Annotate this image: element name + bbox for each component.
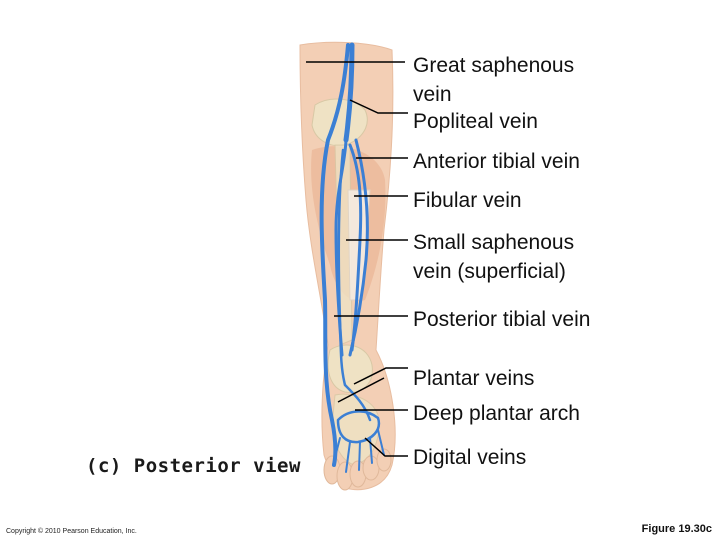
copyright-notice: Copyright © 2010 Pearson Education, Inc. <box>6 528 137 535</box>
label-plantar: Plantar veins <box>413 367 535 390</box>
leader-plantar-a <box>353 367 408 385</box>
plantar-veins <box>343 383 372 422</box>
digital-vein-1 <box>332 437 341 466</box>
label-digital: Digital veins <box>413 446 527 469</box>
label-anterior-tibial: Anterior tibial vein <box>413 150 580 173</box>
great-saphenous-vein <box>319 43 350 467</box>
label-great-saphenous: Great saphenous vein <box>413 51 574 109</box>
digital-vein-3 <box>358 441 361 471</box>
small-saphenous-vein <box>348 138 369 357</box>
label-deep-plantar-arch: Deep plantar arch <box>413 402 580 425</box>
leader-lines <box>306 61 408 457</box>
deep-plantar-arch <box>336 410 381 444</box>
label-small-saphenous: Small saphenous vein (superficial) <box>413 228 574 286</box>
digital-vein-2 <box>345 441 351 473</box>
view-caption: (c) Posterior view <box>86 455 301 477</box>
label-fibular: Fibular vein <box>413 189 522 212</box>
veins <box>319 42 385 473</box>
label-great-saphenous-line2: vein <box>413 83 452 106</box>
digital-vein-5 <box>377 429 385 456</box>
posterior-tibial-vein <box>337 148 347 387</box>
popliteal-vein <box>343 42 355 143</box>
leader-digital <box>364 437 408 457</box>
label-popliteal: Popliteal vein <box>413 110 538 133</box>
label-posterior-tibial: Posterior tibial vein <box>413 308 591 331</box>
figure-number: Figure 19.30c <box>641 523 712 535</box>
knee-bone <box>311 98 368 147</box>
leader-popliteal <box>349 99 408 114</box>
label-small-saphenous-line2: vein (superficial) <box>413 260 566 283</box>
label-great-saphenous-line1: Great saphenous <box>413 54 575 77</box>
label-small-saphenous-line1: Small saphenous <box>413 231 575 254</box>
leader-plantar-b <box>337 377 385 403</box>
